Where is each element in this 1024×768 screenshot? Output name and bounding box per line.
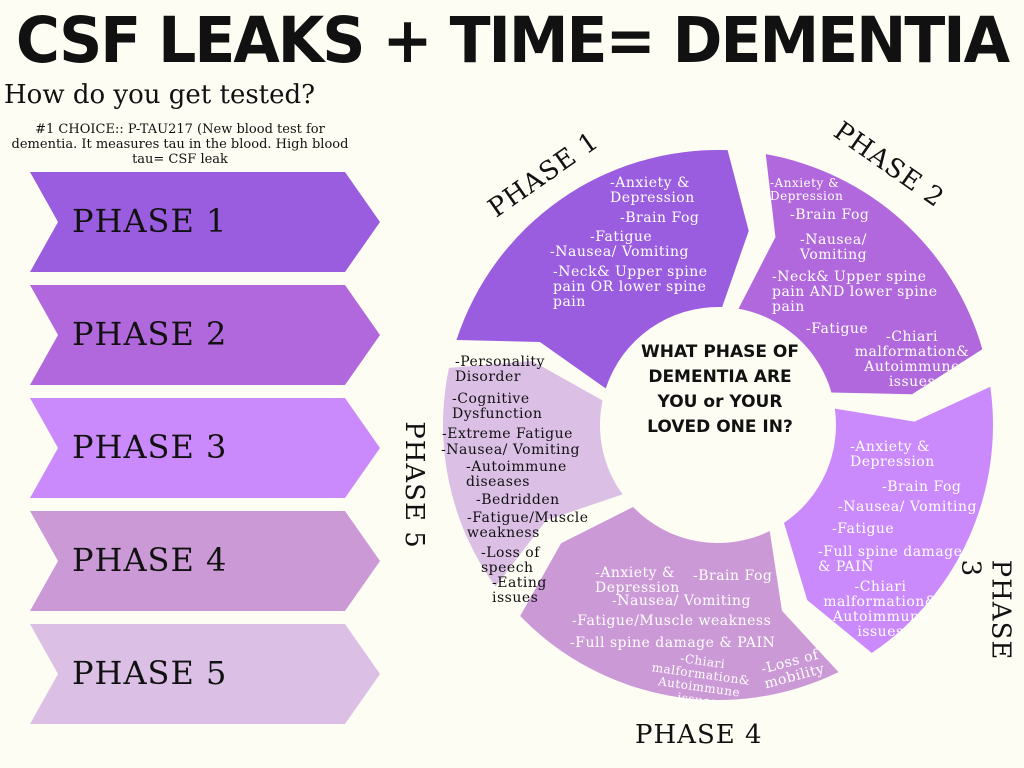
phase-4-arrow-label: PHASE 4 — [72, 541, 228, 579]
symptom: -Nausea/ Vomiting — [838, 499, 977, 515]
page-title: CSF LEAKS + TIME= DEMENTIA — [15, 4, 1010, 78]
symptom: -Fatigue — [832, 521, 895, 537]
phase-4-label: PHASE 4 — [635, 720, 763, 750]
phase-5-label: PHASE 5 — [398, 421, 429, 549]
phase5-segment — [443, 361, 623, 587]
symptom: -Fatigue — [806, 321, 869, 337]
symptom: -Eating issues — [492, 575, 547, 606]
phase-3-arrow-label: PHASE 3 — [72, 428, 228, 466]
symptom: -Loss of speech — [481, 545, 540, 576]
phase-2-arrow: PHASE 2 — [30, 285, 380, 385]
symptom: -Autoimmune diseases — [466, 459, 567, 490]
symptom: -Cognitive Dysfunction — [452, 391, 543, 422]
symptom: -Brain Fog — [693, 568, 773, 584]
testing-question: How do you get tested? — [4, 80, 316, 110]
phase4-segment — [520, 506, 839, 700]
symptom: -Fatigue/Muscle weakness — [467, 510, 589, 541]
center-question: WHAT PHASE OF DEMENTIA ARE YOU or YOUR L… — [640, 342, 799, 437]
symptom: -Neck& Upper spine pain AND lower spine … — [772, 269, 938, 315]
phase3-segment — [783, 386, 993, 653]
symptom: -Anxiety & Depression — [770, 176, 844, 203]
phase-4-arrow: PHASE 4 — [30, 511, 380, 611]
symptom: -Chiari malformation& Autoimmune issues — [854, 329, 970, 390]
symptom: -Anxiety & Depression — [850, 439, 935, 470]
symptom: -Anxiety & Depression — [595, 565, 680, 596]
symptom: -Fatigue/Muscle weakness — [572, 613, 772, 629]
symptom: -Brain Fog — [790, 207, 870, 223]
phase-1-arrow: PHASE 1 — [30, 172, 380, 272]
symptom: -Full spine damage & PAIN — [818, 544, 963, 575]
phase-3-arrow: PHASE 3 — [30, 398, 380, 498]
symptom: -Extreme Fatigue — [442, 426, 573, 442]
symptom: -Bedridden — [476, 492, 560, 508]
phase1-segment — [456, 150, 749, 389]
testing-choice: #1 CHOICE:: P-TAU217 (New blood test for… — [11, 122, 349, 167]
symptom: -Nausea/ Vomiting — [800, 232, 868, 263]
symptom: -Nausea/ Vomiting — [612, 593, 751, 609]
symptom: -Anxiety & Depression — [610, 175, 695, 206]
symptom: -Personality Disorder — [455, 354, 545, 385]
symptom: -Brain Fog — [620, 210, 700, 226]
phase-5-arrow: PHASE 5 — [30, 624, 380, 724]
phase-5-arrow-label: PHASE 5 — [72, 654, 228, 692]
symptom: -Full spine damage & PAIN — [570, 635, 776, 651]
phase2-segment — [738, 154, 983, 395]
phase-1-arrow-label: PHASE 1 — [72, 202, 228, 240]
symptom: -Chiari malformation& Autoimmune issues — [823, 579, 938, 640]
phase-2-arrow-label: PHASE 2 — [72, 315, 228, 353]
symptom: -Nausea/ Vomiting — [441, 442, 580, 458]
symptom: -Nausea/ Vomiting — [550, 244, 689, 260]
symptom: -Brain Fog — [882, 479, 962, 495]
symptom: -Fatigue — [590, 229, 653, 245]
symptom: -Neck& Upper spine pain OR lower spine p… — [553, 264, 708, 310]
